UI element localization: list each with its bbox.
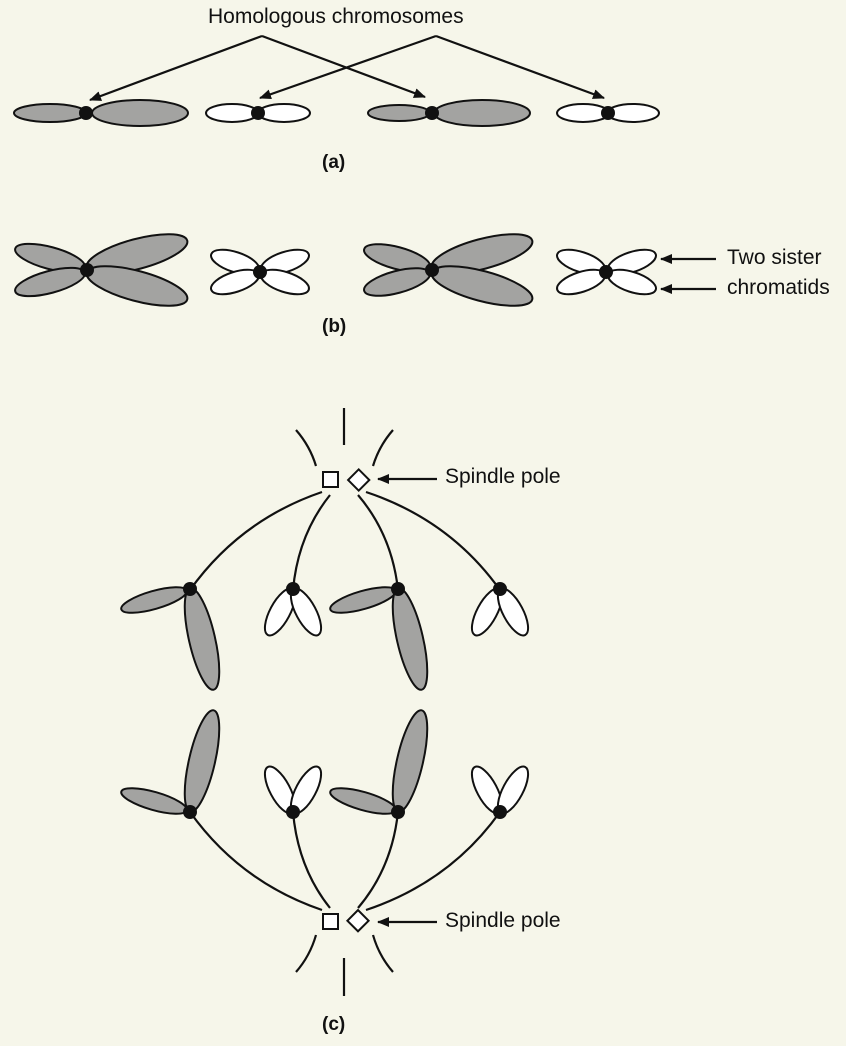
white-chromosome-b2 — [210, 248, 310, 296]
white-chromosome-a2 — [205, 103, 311, 123]
panel-b — [14, 233, 716, 307]
white-chromosome-a4 — [556, 103, 660, 123]
two-sister-label: Two sister — [727, 246, 822, 269]
grey-chromosome-b3 — [363, 233, 534, 307]
panel-a-label: (a) — [322, 152, 346, 173]
white-chromosome-c2 — [263, 582, 323, 637]
grey-chromosome-c7 — [329, 709, 429, 819]
spindle-fibers-bottom — [189, 811, 501, 912]
arrow-to-chromosome-1 — [89, 34, 263, 102]
arrow-to-chromosome-3 — [261, 34, 426, 99]
panel-c-label: (c) — [322, 1014, 346, 1035]
spindle-pole-bottom — [295, 908, 437, 996]
panel-a — [13, 34, 660, 127]
spindle-fibers-top — [189, 490, 501, 591]
grey-chromosome-b1 — [14, 233, 189, 307]
white-chromosome-b4 — [556, 248, 657, 296]
grey-chromosome-c1 — [120, 582, 221, 691]
grey-chromosome-c5 — [120, 709, 221, 819]
spindle-pole-top-label: Spindle pole — [445, 465, 561, 488]
white-chromosome-c8 — [470, 765, 530, 819]
grey-chromosome-a3 — [367, 99, 531, 127]
arrow-to-chromosome-2 — [259, 34, 437, 100]
grey-chromosome-a1 — [13, 99, 189, 127]
panel-c — [120, 408, 530, 996]
white-chromosome-c6 — [263, 765, 323, 819]
panel-b-label: (b) — [322, 316, 347, 337]
arrow-to-chromosome-4 — [435, 34, 605, 100]
spindle-pole-top — [295, 408, 437, 493]
sister-chromatid-arrows — [660, 254, 716, 294]
homologous-arrows — [89, 34, 605, 102]
white-chromosome-c4 — [470, 582, 530, 637]
grey-chromosome-c3 — [329, 582, 429, 691]
homologous-chromosomes-label: Homologous chromosomes — [208, 5, 464, 28]
spindle-pole-bottom-label: Spindle pole — [445, 909, 561, 932]
chromatids-label: chromatids — [727, 276, 830, 299]
